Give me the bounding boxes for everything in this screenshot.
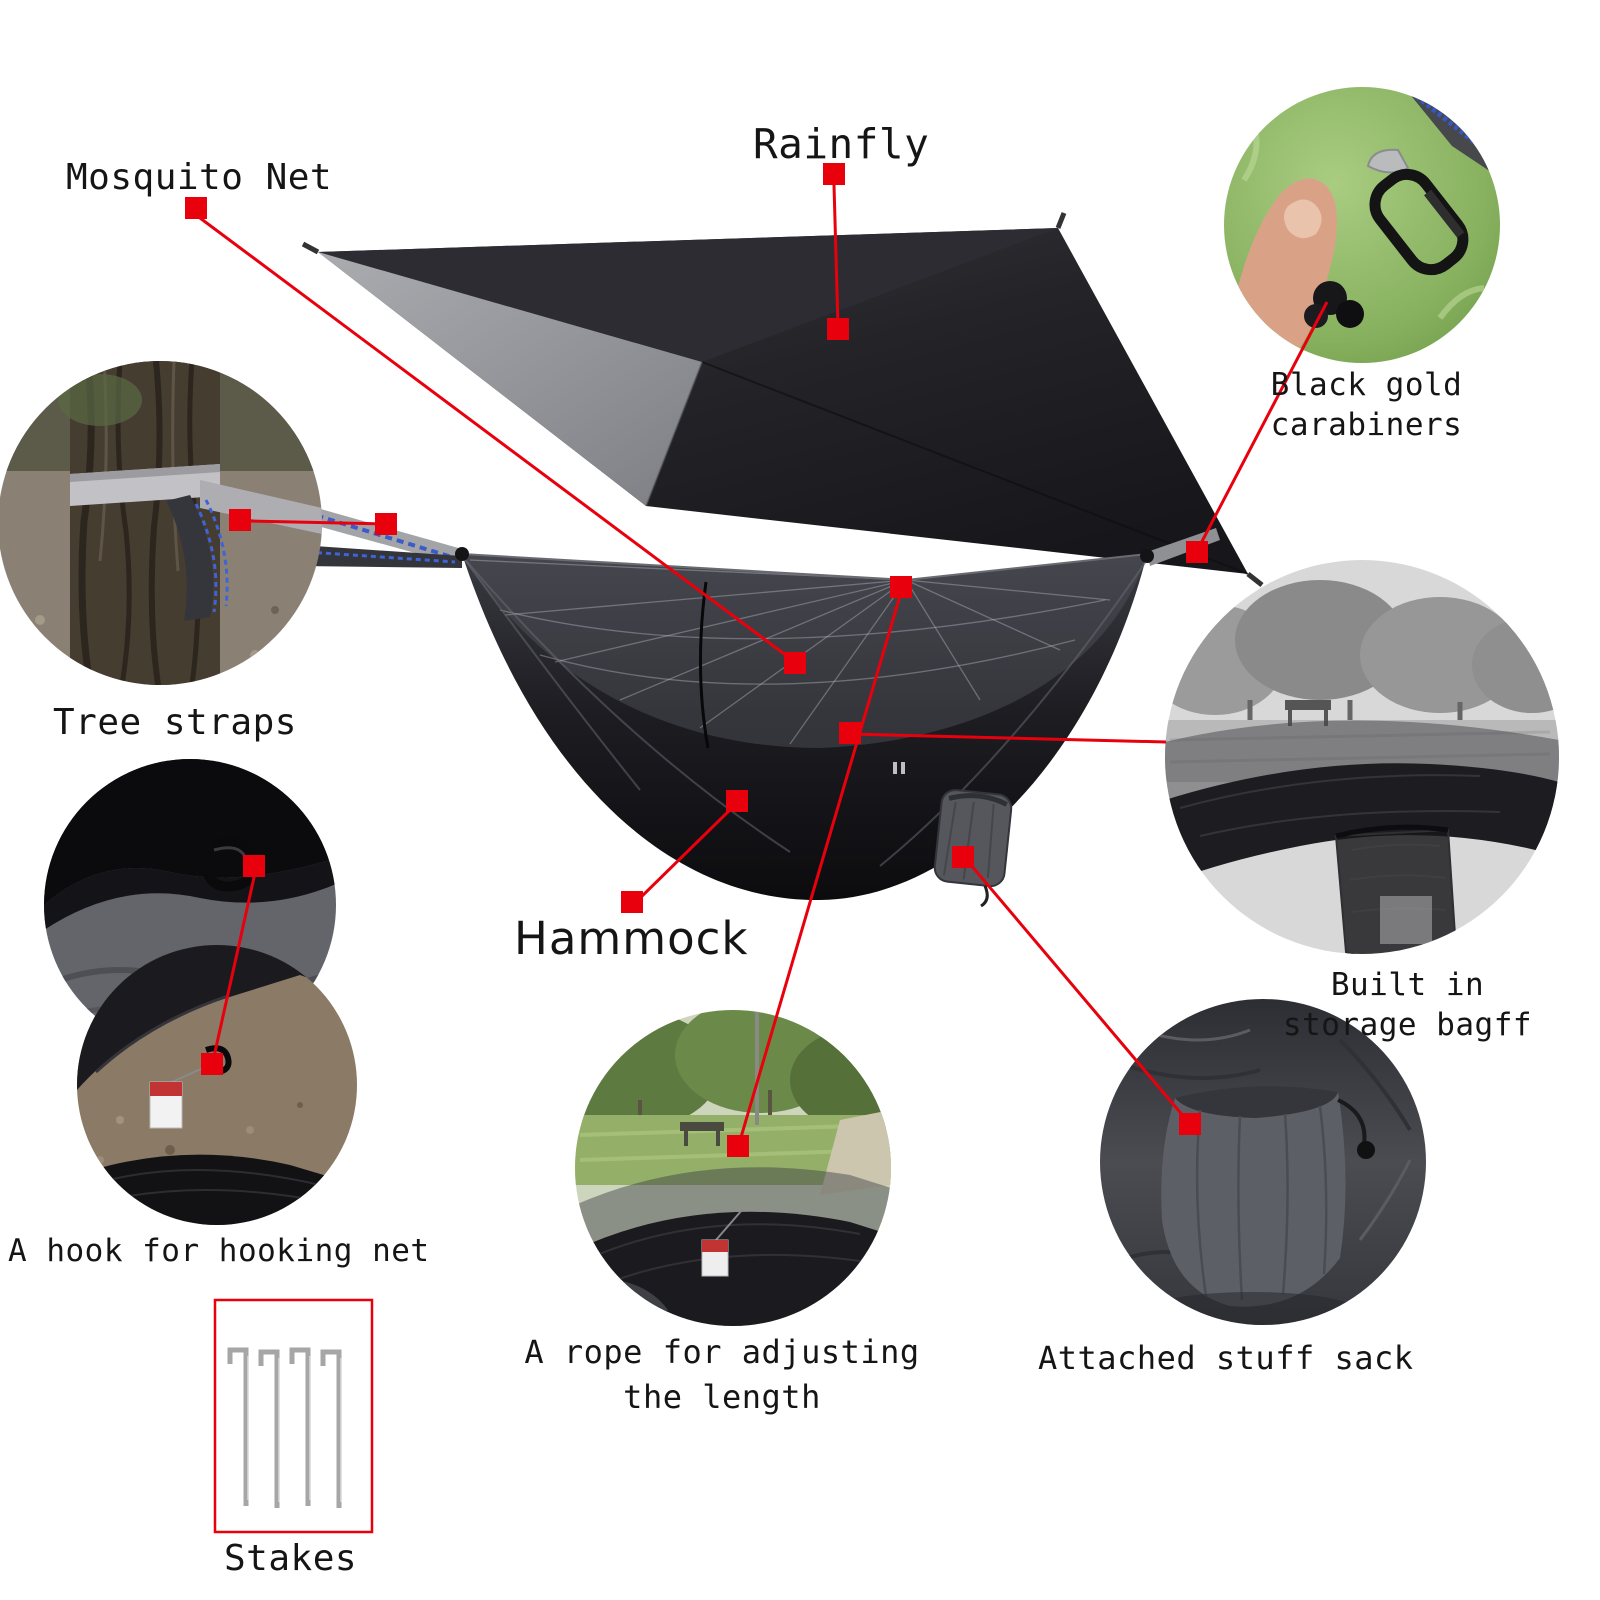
hook-on-hammock-photo [77,945,357,1225]
annotation-markers [185,163,1208,1157]
rope-adjust-photo [575,1010,891,1326]
storage-bag-photo [1165,560,1559,954]
label-mosquito-net: Mosquito Net [66,157,333,198]
label-tree-straps: Tree straps [53,702,297,743]
stuff-sack-photo [1100,999,1426,1325]
stakes-illustration [213,1298,374,1534]
label-hook: A hook for hooking net [8,1233,430,1269]
label-stuff-sack: Attached stuff sack [1038,1339,1414,1377]
attached-stuff-sack [933,789,1013,888]
label-hammock: Hammock [514,912,749,965]
label-stakes: Stakes [224,1538,358,1579]
rainfly-illustration [301,212,1264,587]
label-carabiners: Black gold carabiners [1270,367,1463,443]
label-rope: A rope for adjusting the length [524,1333,920,1416]
hammock-illustration [296,502,1220,908]
tree-straps-photo [0,361,322,685]
carabiner-photo [1224,87,1500,363]
label-storage-bag: Built in storage bagff [1282,967,1533,1043]
annotation-lines [199,184,1329,1145]
label-rainfly: Rainfly [753,120,930,168]
